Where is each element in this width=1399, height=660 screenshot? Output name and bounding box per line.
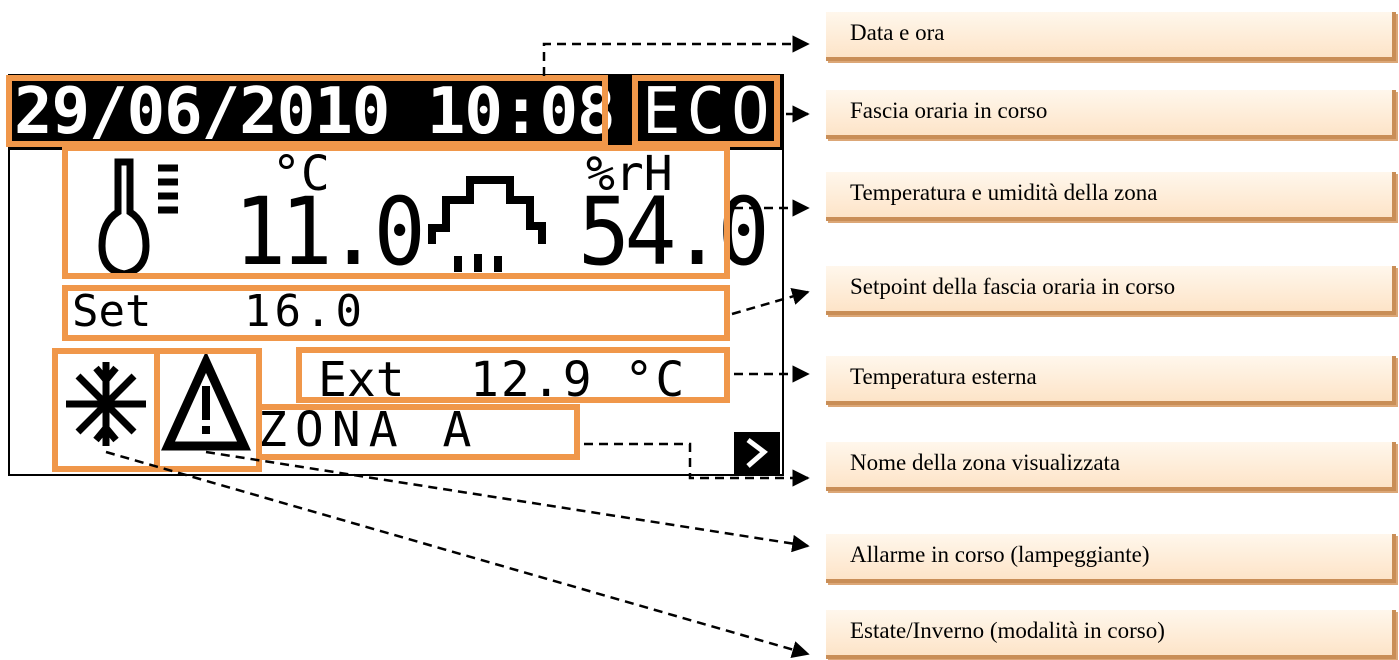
callout-datetime: Data e ora — [826, 12, 1396, 61]
callout-time-slot: Fascia oraria in corso — [826, 90, 1396, 139]
highlight-external — [296, 347, 730, 403]
highlight-setpoint — [62, 285, 730, 341]
leader-setpoint — [731, 287, 810, 316]
mode-text: ECO — [642, 75, 776, 149]
highlight-mode — [632, 75, 780, 147]
callout-external-temp: Temperatura esterna — [826, 356, 1396, 405]
lcd-header-bar — [8, 74, 784, 150]
highlight-datetime — [6, 75, 608, 147]
next-arrow-icon — [734, 432, 780, 474]
callout-season-mode: Estate/Inverno (modalità in corso) — [826, 610, 1396, 659]
cloud-rain-icon — [428, 176, 546, 272]
highlight-temp-humidity — [62, 145, 730, 279]
leader-zone — [584, 442, 810, 487]
warning-icon — [161, 351, 251, 451]
temp-unit-text: °C — [272, 146, 330, 202]
humidity-value: 54.0 — [578, 178, 770, 287]
callout-setpoint: Setpoint della fascia oraria in corso — [826, 266, 1396, 315]
leader-datetime — [542, 35, 810, 76]
datetime-text: 29/06/2010 10:08 — [14, 75, 615, 149]
external-value: 12.9 °C — [470, 352, 687, 408]
callout-zone-name: Nome della zona visualizzata — [826, 442, 1396, 491]
leader-alarm — [205, 450, 810, 553]
external-label: Ext — [318, 352, 405, 408]
temperature-value: 11.0 — [234, 178, 426, 287]
zone-name: ZONA A — [258, 402, 480, 458]
callout-temp-humidity: Temperatura e umidità della zona — [826, 172, 1396, 221]
snowflake-icon — [66, 362, 146, 446]
highlight-zone — [256, 404, 580, 460]
callout-alarm: Allarme in corso (lampeggiante) — [826, 534, 1396, 583]
humidity-unit-text: %rH — [586, 146, 673, 202]
setpoint-label: Set — [72, 286, 152, 337]
setpoint-value: 16.0 — [244, 286, 366, 337]
leader-season — [105, 450, 810, 659]
